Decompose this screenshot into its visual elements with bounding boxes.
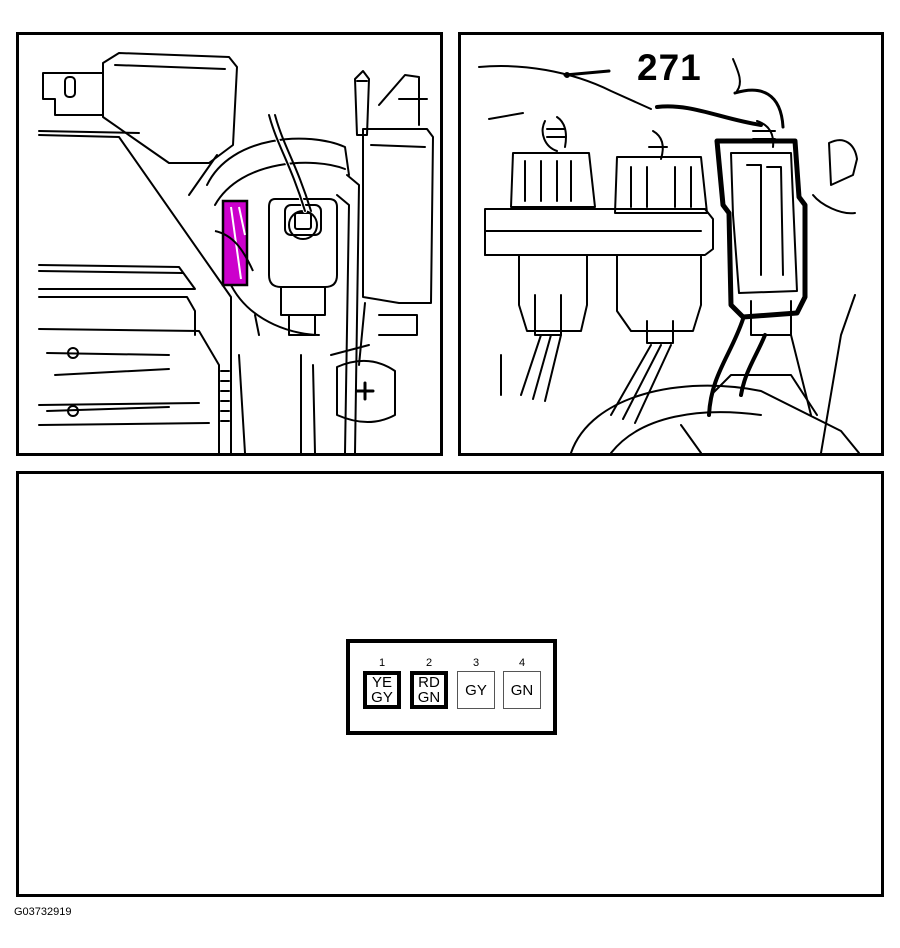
connector-pinout-panel: 1 YE GY 2 RD GN 3 GY 4 GN [16,471,884,897]
wire-color-primary: RD [418,674,440,691]
pin-wire-colors: RD GN [410,671,448,709]
pin-number: 3 [472,657,480,669]
wire-color-primary: GY [465,681,487,699]
pin-wire-colors: GY [457,671,495,709]
engine-bay-illustration [38,52,434,453]
figure-id: G03732919 [14,906,72,918]
pin-1: 1 YE GY [363,657,401,709]
pin-4: 4 GN [503,657,541,709]
connector-face: 1 YE GY 2 RD GN 3 GY 4 GN [346,639,557,735]
wire-color-secondary: GN [417,689,441,706]
wire-color-primary: YE [371,674,392,691]
callout-label: 271 [637,47,702,88]
pin-number: 1 [378,657,386,669]
pin-wire-colors: GN [503,671,541,709]
pin-number: 4 [518,657,526,669]
highlighted-connector-marker [214,199,254,287]
pin-2: 2 RD GN [410,657,448,709]
engine-bay-view-panel [16,32,443,456]
connector-closeup-panel: 271 [458,32,884,456]
pin-wire-colors: YE GY [363,671,401,709]
pin-number: 2 [425,657,433,669]
wire-color-primary: GN [510,681,534,699]
connector-closeup-illustration [478,58,860,453]
pin-3: 3 GY [457,657,495,709]
wire-color-secondary: GY [371,689,393,706]
